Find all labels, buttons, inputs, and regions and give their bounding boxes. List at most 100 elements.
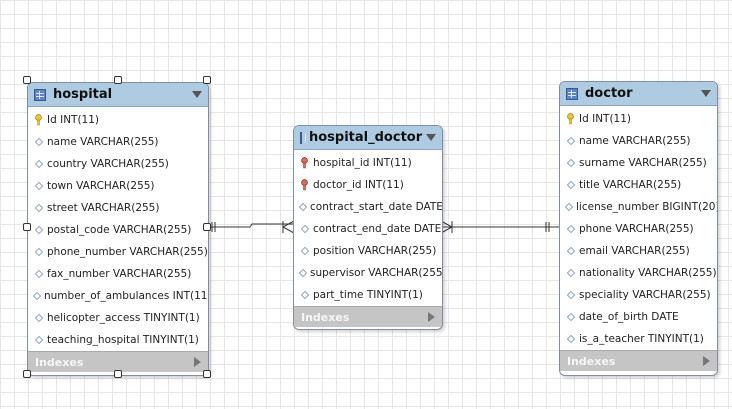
column-row[interactable]: name VARCHAR(255) (560, 130, 717, 152)
column-diamond-icon (34, 158, 43, 171)
collapse-arrow-icon[interactable] (192, 91, 202, 98)
column-label: country VARCHAR(255) (47, 158, 169, 170)
column-diamond-icon (566, 223, 575, 236)
column-diamond-icon (300, 245, 309, 258)
column-label: part_time TINYINT(1) (313, 289, 423, 301)
expand-arrow-icon[interactable] (428, 312, 435, 322)
column-diamond-icon (566, 245, 575, 258)
column-row[interactable]: date_of_birth DATE (560, 306, 717, 328)
column-label: phone VARCHAR(255) (579, 223, 694, 235)
column-row[interactable]: number_of_ambulances INT(11) (28, 285, 208, 307)
indexes-label: Indexes (301, 310, 350, 324)
column-list: Id INT(11) name VARCHAR(255) country VAR… (28, 107, 208, 351)
table-hospital[interactable]: hospital Id INT(11) name VARCHAR(255) co… (27, 82, 209, 376)
column-row[interactable]: surname VARCHAR(255) (560, 152, 717, 174)
column-label: phone_number VARCHAR(255) (47, 246, 208, 258)
column-row[interactable]: street VARCHAR(255) (28, 197, 208, 219)
column-row[interactable]: Id INT(11) (28, 109, 208, 131)
table-icon (34, 88, 46, 101)
column-row[interactable]: teaching_hospital TINYINT(1) (28, 329, 208, 351)
column-label: license_number BIGINT(20) (576, 201, 718, 213)
column-row[interactable]: supervisor VARCHAR(255) (294, 262, 442, 284)
column-label: Id INT(11) (47, 114, 100, 126)
resize-handle[interactable] (203, 370, 211, 378)
table-icon (566, 87, 578, 100)
indexes-bar[interactable]: Indexes (28, 351, 208, 372)
column-diamond-icon (566, 135, 575, 148)
column-row[interactable]: nationality VARCHAR(255) (560, 262, 717, 284)
expand-arrow-icon[interactable] (703, 356, 710, 366)
column-row[interactable]: name VARCHAR(255) (28, 131, 208, 153)
table-title: hospital_doctor (309, 130, 423, 145)
column-diamond-icon (300, 289, 309, 302)
column-diamond-icon (300, 223, 309, 236)
column-diamond-icon (34, 246, 43, 259)
collapse-arrow-icon[interactable] (701, 90, 711, 97)
resize-handle[interactable] (23, 76, 31, 84)
table-hospital-doctor[interactable]: hospital_doctor hospital_id INT(11) doct… (293, 125, 443, 330)
column-row[interactable]: contract_start_date DATE (294, 196, 442, 218)
resize-handle[interactable] (23, 223, 31, 231)
resize-handle[interactable] (203, 76, 211, 84)
column-list: hospital_id INT(11) doctor_id INT(11) co… (294, 150, 442, 306)
column-label: supervisor VARCHAR(255) (310, 267, 443, 279)
collapse-arrow-icon[interactable] (426, 134, 437, 141)
table-doctor[interactable]: doctor Id INT(11) name VARCHAR(255) surn… (559, 81, 718, 376)
column-label: number_of_ambulances INT(11) (44, 290, 209, 302)
column-label: position VARCHAR(255) (313, 245, 437, 257)
column-row[interactable]: position VARCHAR(255) (294, 240, 442, 262)
column-label: date_of_birth DATE (579, 311, 679, 323)
column-label: name VARCHAR(255) (47, 136, 159, 148)
one-and-only-one-marker (211, 222, 216, 232)
column-label: town VARCHAR(255) (47, 180, 155, 192)
expand-arrow-icon[interactable] (194, 357, 201, 367)
column-diamond-icon (566, 311, 575, 324)
column-row[interactable]: contract_end_date DATE (294, 218, 442, 240)
table-header[interactable]: doctor (560, 82, 717, 106)
column-label: is_a_teacher TINYINT(1) (579, 333, 704, 345)
column-row[interactable]: Id INT(11) (560, 108, 717, 130)
column-label: doctor_id INT(11) (313, 179, 404, 191)
column-label: surname VARCHAR(255) (579, 157, 707, 169)
column-diamond-icon (34, 312, 43, 325)
column-diamond-icon (298, 201, 308, 214)
table-header[interactable]: hospital_doctor (294, 126, 442, 150)
column-diamond-icon (566, 267, 575, 280)
primary-key-icon (566, 113, 575, 126)
resize-handle[interactable] (114, 370, 122, 378)
column-row[interactable]: helicopter_access TINYINT(1) (28, 307, 208, 329)
column-label: contract_end_date DATE (313, 223, 442, 235)
resize-handle[interactable] (203, 223, 211, 231)
one-and-only-one-marker (545, 222, 550, 232)
column-row[interactable]: license_number BIGINT(20) (560, 196, 717, 218)
indexes-bar[interactable]: Indexes (294, 306, 442, 327)
table-header[interactable]: hospital (28, 83, 208, 107)
column-diamond-icon (566, 289, 575, 302)
column-row[interactable]: doctor_id INT(11) (294, 174, 442, 196)
primary-key-icon (34, 114, 43, 127)
column-row[interactable]: speciality VARCHAR(255) (560, 284, 717, 306)
column-row[interactable]: phone VARCHAR(255) (560, 218, 717, 240)
column-label: teaching_hospital TINYINT(1) (47, 334, 199, 346)
column-row[interactable]: fax_number VARCHAR(255) (28, 263, 208, 285)
resize-handle[interactable] (114, 76, 122, 84)
crows-foot-marker (440, 220, 454, 234)
column-row[interactable]: title VARCHAR(255) (560, 174, 717, 196)
indexes-label: Indexes (567, 354, 616, 368)
resize-handle[interactable] (23, 370, 31, 378)
column-row[interactable]: phone_number VARCHAR(255) (28, 241, 208, 263)
column-list: Id INT(11) name VARCHAR(255) surname VAR… (560, 106, 717, 350)
column-row[interactable]: postal_code VARCHAR(255) (28, 219, 208, 241)
column-diamond-icon (34, 180, 43, 193)
column-row[interactable]: town VARCHAR(255) (28, 175, 208, 197)
indexes-bar[interactable]: Indexes (560, 350, 717, 371)
column-row[interactable]: email VARCHAR(255) (560, 240, 717, 262)
column-row[interactable]: hospital_id INT(11) (294, 152, 442, 174)
column-diamond-icon (566, 179, 575, 192)
column-label: postal_code VARCHAR(255) (47, 224, 192, 236)
column-diamond-icon (566, 157, 575, 170)
column-row[interactable]: is_a_teacher TINYINT(1) (560, 328, 717, 350)
column-row[interactable]: part_time TINYINT(1) (294, 284, 442, 306)
column-label: street VARCHAR(255) (47, 202, 160, 214)
column-row[interactable]: country VARCHAR(255) (28, 153, 208, 175)
